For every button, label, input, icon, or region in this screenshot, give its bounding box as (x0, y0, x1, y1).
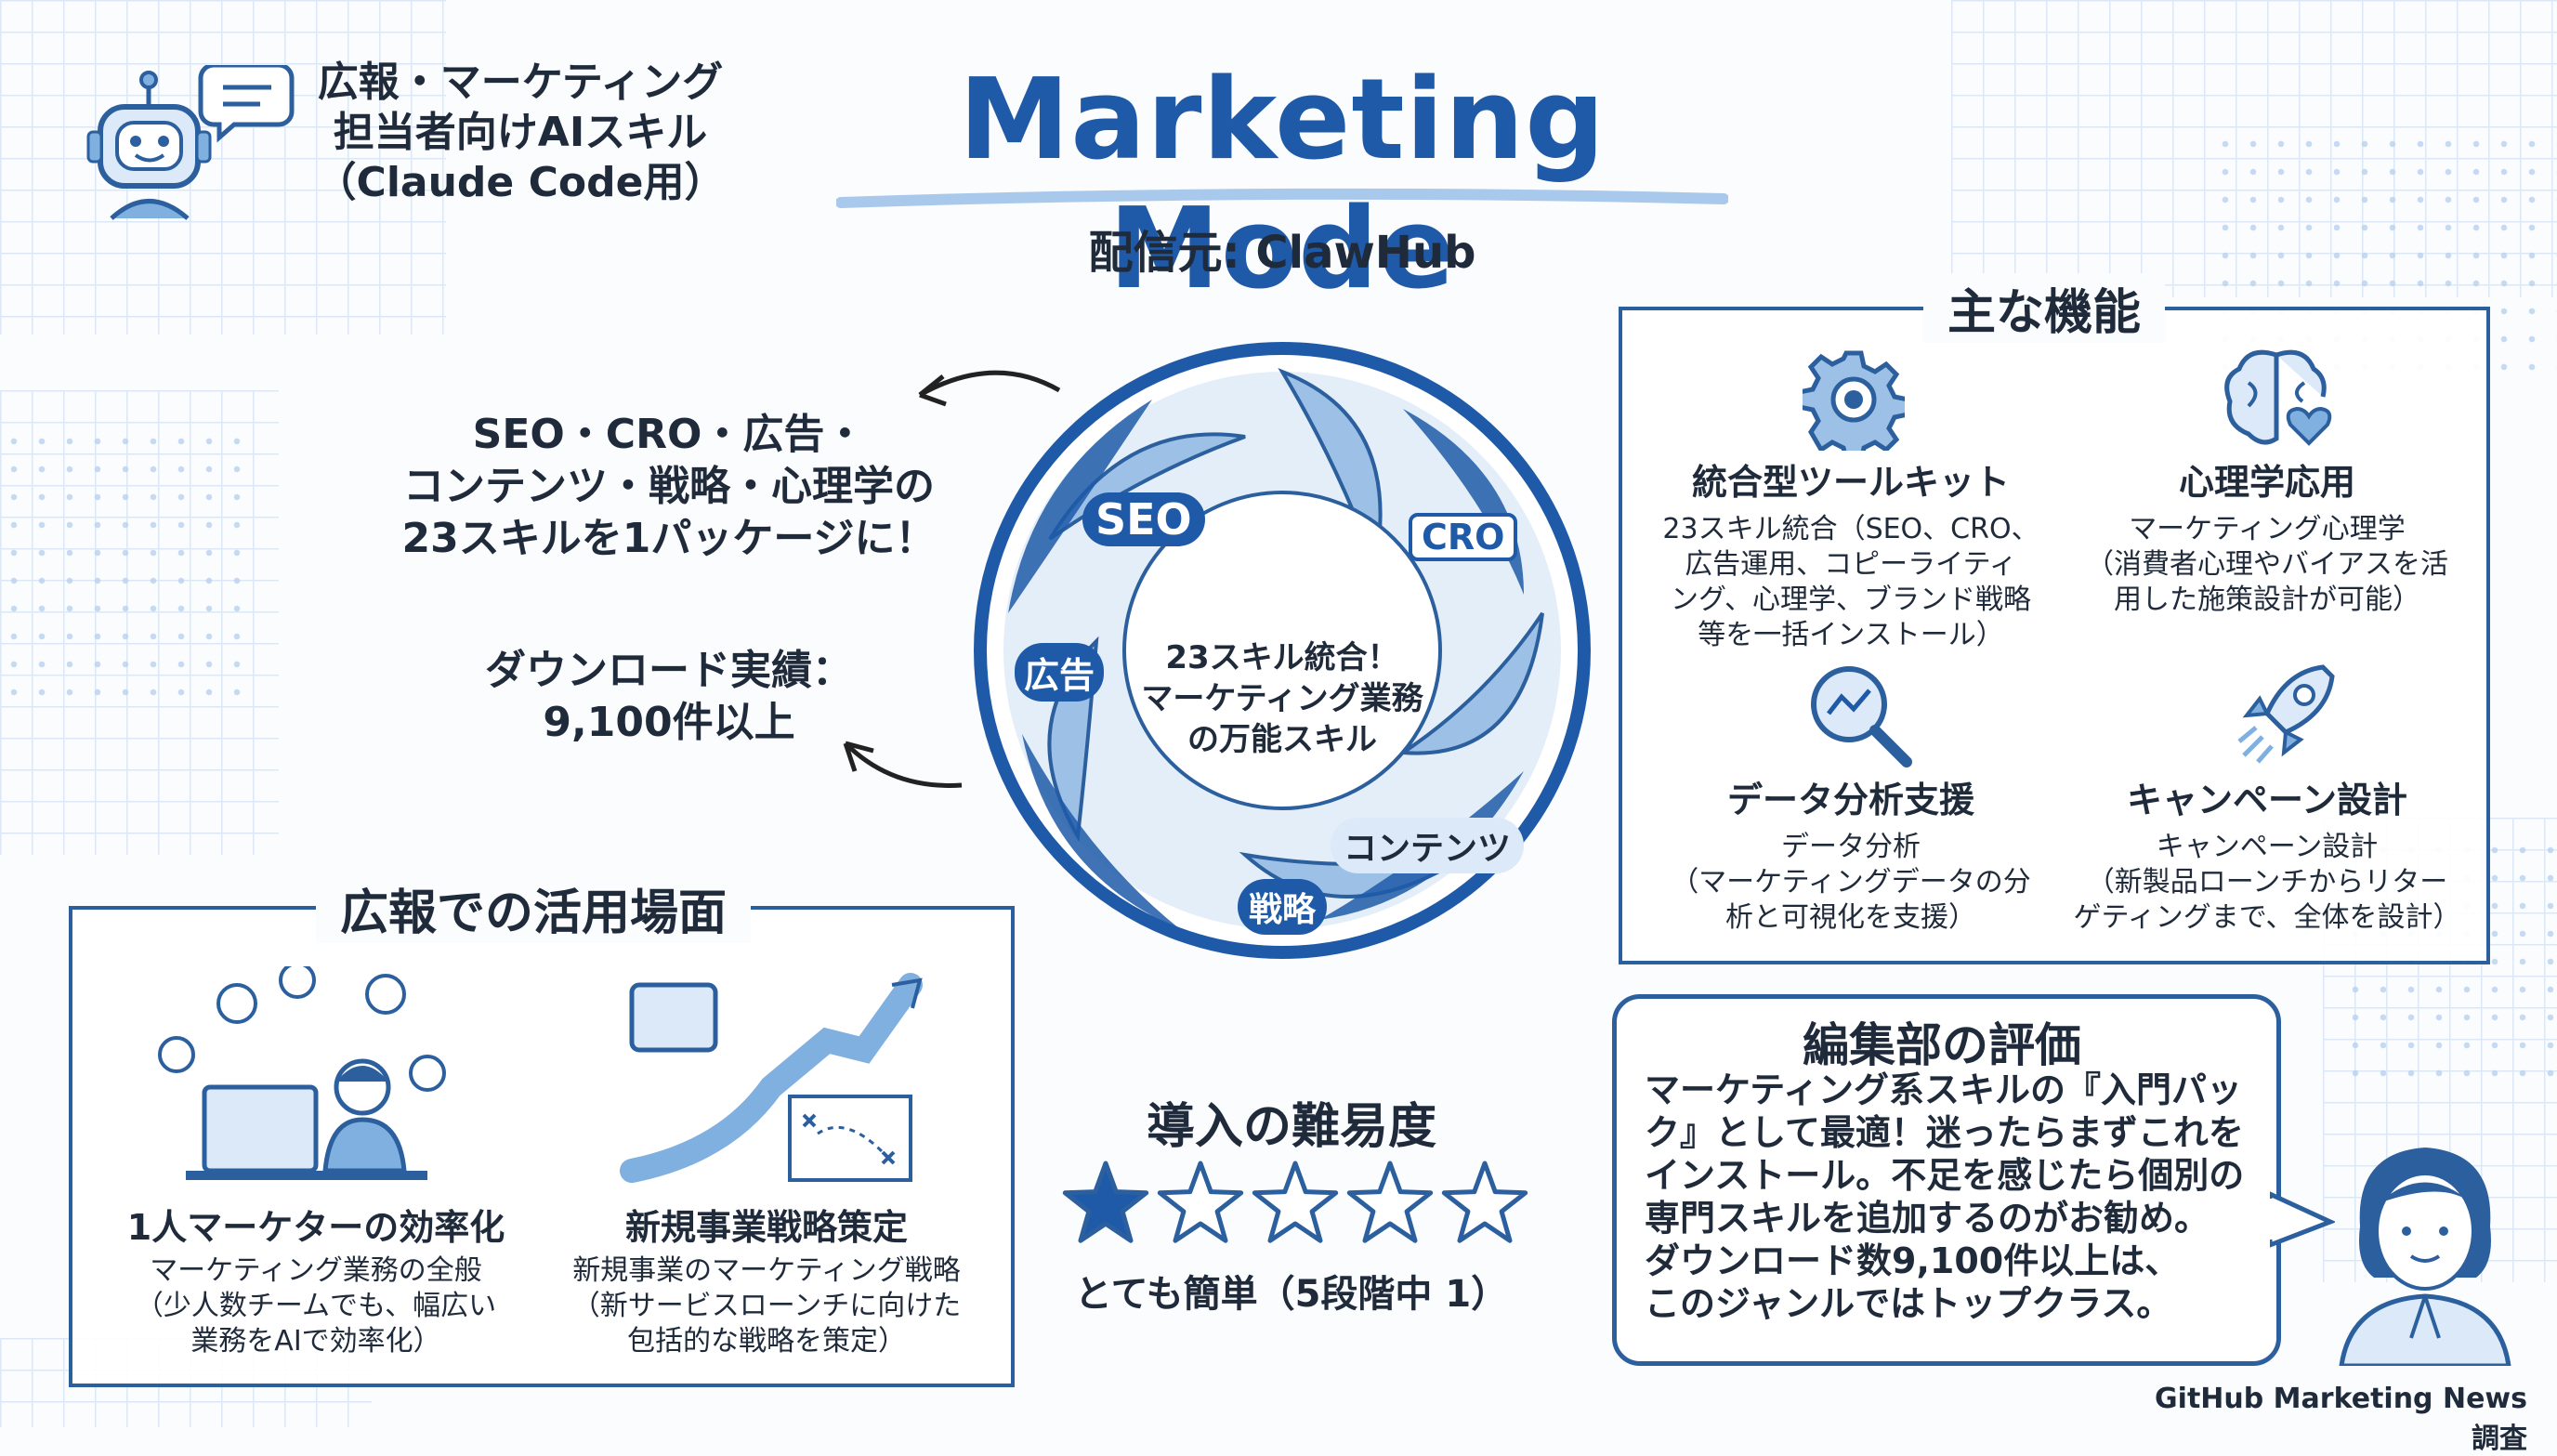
robot-icon (86, 65, 295, 220)
usage-item-body: マーケティング業務の全般 （少人数チームでも、幅広い 業務をAIで効率化） (93, 1253, 539, 1359)
summary-line: ダウンロード実績： (485, 647, 853, 694)
wheel-center-text: 23スキル統合！ マーケティング業務 の万能スキル (1124, 637, 1440, 760)
wheel-segment-content: コンテンツ (1331, 818, 1525, 873)
star-empty-icon (1346, 1161, 1434, 1243)
bubble-tail (2270, 1191, 2335, 1248)
review-line: 専門スキルを追加するのがお勧め。 (1645, 1198, 2210, 1239)
distributor-label: 配信元: ClawHub (1088, 227, 1476, 279)
review-line: ク』として最適！迷ったらまずこれを (1645, 1112, 2244, 1153)
brain-icon (2224, 349, 2332, 446)
usage-line: （新サービスローンチに向けた (571, 1290, 962, 1322)
star-empty-icon (1441, 1161, 1528, 1243)
usage-line: 包括的な戦略を策定） (627, 1325, 906, 1358)
review-line: このジャンルではトップクラス。 (1645, 1283, 2172, 1324)
usage-line: 業務をAIで効率化） (190, 1325, 441, 1358)
feature-item: 統合型ツールキット 23スキル統合（SEO、CRO、 広告運用、コピーライティ … (1646, 453, 2055, 653)
gear-icon (1803, 350, 1905, 451)
usage-item-body: 新規事業のマーケティング戦略 （新サービスローンチに向けた 包括的な戦略を策定） (539, 1253, 994, 1359)
feature-title: 心理学応用 (2178, 462, 2355, 503)
wheel-center-line: の万能スキル (1187, 721, 1377, 758)
feature-title: キャンペーン設計 (2126, 780, 2408, 820)
review-title: 編集部の評価 (1803, 1018, 2081, 1072)
feature-body: マーケティング心理学 （消費者心理やバイアスを活 用した施策設計が可能） (2063, 512, 2472, 618)
wheel-center-line: 23スキル統合！ (1165, 639, 1399, 676)
feature-line: 等を一括インストール） (1698, 619, 2004, 651)
feature-item: キャンペーン設計 キャンペーン設計 （新製品ローンチからリター ゲティングまで、… (2063, 771, 2472, 936)
difficulty-caption: とても簡単（5段階中 1） (1074, 1273, 1509, 1316)
magnifier-chart-icon (1811, 666, 1912, 767)
feature-title: データ分析支援 (1726, 780, 1974, 820)
page-title: Marketing Mode (958, 56, 1606, 314)
difficulty-title: 導入の難易度 (1146, 1099, 1436, 1155)
summary-line: 9,100件以上 (543, 699, 795, 746)
feature-body: データ分析 （マーケティングデータの分 析と可視化を支援） (1646, 830, 2055, 936)
wheel-segment-ads: 広告 (1015, 643, 1105, 702)
feature-line: 23スキル統合（SEO、CRO、 (1662, 513, 2039, 545)
feature-line: （新製品ローンチからリター (2086, 866, 2448, 899)
wheel-center-line: マーケティング業務 (1141, 680, 1423, 717)
usage-title: 広報での活用場面 (316, 873, 752, 943)
usage-line: （少人数チームでも、幅広い (135, 1290, 497, 1322)
star-empty-icon (1252, 1161, 1339, 1243)
usage-item-title: 1人マーケターの効率化 (126, 1207, 505, 1248)
marketer-illustration (158, 966, 446, 1180)
summary-line: コンテンツ・戦略・心理学の (403, 463, 935, 510)
review-line: ダウンロード数9,100件以上は、 (1645, 1240, 2181, 1281)
usage-line: マーケティング業務の全般 (150, 1254, 482, 1287)
review-line: マーケティング系スキルの『入門パッ (1645, 1069, 2242, 1110)
feature-body: キャンペーン設計 （新製品ローンチからリター ゲティングまで、全体を設計） (2063, 830, 2472, 936)
arrow-icon (918, 370, 1061, 407)
feature-line: データ分析 (1781, 831, 1921, 863)
feature-line: 析と可視化を支援） (1725, 901, 1976, 934)
wheel-segment-strategy: 戦略 (1238, 879, 1328, 935)
subtitle-line: 担当者向けAIスキル (333, 109, 708, 156)
subtitle-line: （Claude Code用） (315, 159, 726, 206)
usage-item: 1人マーケターの効率化 マーケティング業務の全般 （少人数チームでも、幅広い 業… (93, 1199, 539, 1359)
feature-line: 用した施策設計が可能） (2114, 584, 2420, 616)
star-rating-svg (1062, 1161, 1528, 1243)
arrow-icon (843, 741, 963, 788)
feature-title: 統合型ツールキット (1691, 462, 2010, 503)
feature-line: ング、心理学、ブランド戦略 (1671, 584, 2031, 616)
features-title: 主な機能 (1923, 273, 2166, 343)
feature-line: ゲティングまで、全体を設計） (2073, 901, 2461, 934)
wheel-segment-seo: SEO (1082, 492, 1205, 546)
editor-avatar (2339, 1148, 2511, 1366)
features-panel (1619, 307, 2490, 964)
downloads-summary: ダウンロード実績： 9,100件以上 (400, 645, 938, 749)
feature-line: 広告運用、コピーライティ (1685, 548, 2017, 581)
review-line: インストール。不足を感じたら個別の (1645, 1155, 2245, 1196)
difficulty-rating (1055, 1152, 1538, 1254)
skills-summary: SEO・CRO・広告・ コンテンツ・戦略・心理学の 23スキルを1パッケージに！ (344, 409, 994, 565)
strategy-illustration (620, 973, 923, 1183)
summary-line: 23スキルを1パッケージに！ (401, 515, 937, 562)
subtitle-line: 広報・マーケティング (317, 59, 724, 106)
feature-line: （マーケティングデータの分 (1671, 866, 2031, 899)
usage-item: 新規事業戦略策定 新規事業のマーケティング戦略 （新サービスローンチに向けた 包… (539, 1199, 994, 1359)
rocket-icon (2237, 664, 2335, 764)
title-underline (836, 188, 1728, 208)
feature-item: データ分析支援 データ分析 （マーケティングデータの分 析と可視化を支援） (1646, 771, 2055, 936)
review-text: マーケティング系スキルの『入門パッ ク』として最適！迷ったらまずこれを インスト… (1645, 1069, 2258, 1325)
review-bubble (1612, 994, 2281, 1366)
star-filled-icon (1062, 1161, 1149, 1243)
feature-line: キャンペーン設計 (2156, 831, 2379, 863)
feature-line: （消費者心理やバイアスを活 (2086, 548, 2448, 581)
wheel-segment-cro: CRO (1409, 513, 1518, 561)
header-subtitle: 広報・マーケティング 担当者向けAIスキル （Claude Code用） (297, 58, 743, 208)
summary-line: SEO・CRO・広告・ (472, 411, 866, 458)
footer-credit: GitHub Marketing News 調査 (2155, 1383, 2527, 1455)
feature-item: 心理学応用 マーケティング心理学 （消費者心理やバイアスを活 用した施策設計が可… (2063, 453, 2472, 618)
star-empty-icon (1157, 1161, 1244, 1243)
feature-body: 23スキル統合（SEO、CRO、 広告運用、コピーライティ ング、心理学、ブラン… (1646, 512, 2055, 653)
feature-line: マーケティング心理学 (2129, 513, 2406, 545)
usage-line: 新規事業のマーケティング戦略 (572, 1254, 961, 1287)
usage-item-title: 新規事業戦略策定 (624, 1207, 908, 1248)
